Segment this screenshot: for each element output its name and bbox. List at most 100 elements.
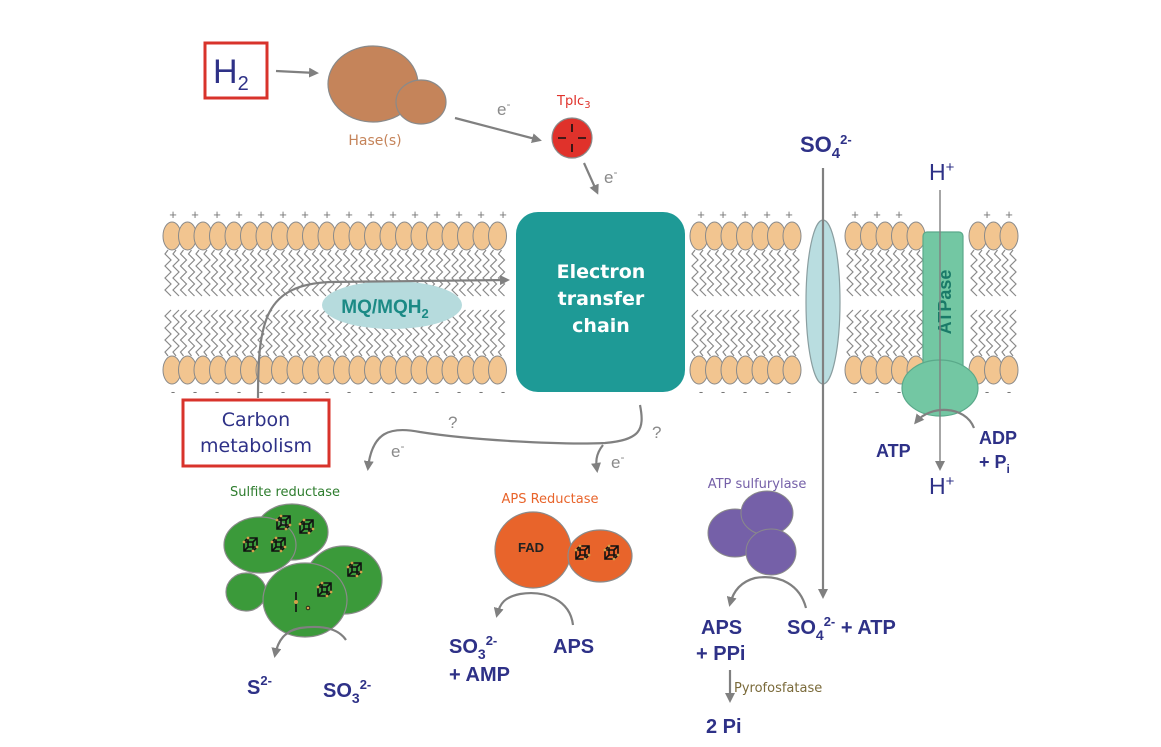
negative-charge: - xyxy=(391,384,395,399)
negative-charge: - xyxy=(743,384,747,399)
carbon-label-line2: metabolism xyxy=(200,435,312,457)
lipid-tail xyxy=(195,309,203,357)
aps-product-label: APS xyxy=(701,617,742,639)
unknown-label-right: ? xyxy=(652,423,661,442)
lipid-tail xyxy=(854,309,862,357)
negative-charge: - xyxy=(259,384,263,399)
negative-charge: - xyxy=(765,384,769,399)
positive-charge: + xyxy=(455,207,463,222)
lipid-head xyxy=(999,355,1019,385)
ppi-label: + PPi xyxy=(696,643,745,665)
lipid-tail xyxy=(443,249,451,297)
lipid-tail xyxy=(722,249,730,297)
lipid-tail xyxy=(311,309,320,357)
lipid-tail xyxy=(234,249,242,297)
atp-synthesis-arrow xyxy=(914,408,976,429)
lipid-tail xyxy=(334,249,343,297)
positive-charge: + xyxy=(851,207,859,222)
pi-label: + Pi xyxy=(979,452,1010,476)
lipid-tail xyxy=(722,309,730,357)
lipid-tail xyxy=(451,249,459,297)
positive-charge: + xyxy=(301,207,309,222)
quinone-label: MQ/MQH2 xyxy=(341,297,428,321)
lipid-tail xyxy=(249,309,258,357)
lipid-tail xyxy=(885,249,893,297)
negative-charge: - xyxy=(347,384,351,399)
lipid-tail xyxy=(1009,249,1017,297)
lipid-tail xyxy=(482,249,490,297)
lipid-tail xyxy=(226,309,234,357)
lipid-tail xyxy=(241,249,250,297)
lipid-tail xyxy=(226,249,234,297)
lipid-tail xyxy=(497,309,506,357)
positive-charge: + xyxy=(169,207,177,222)
lipid-tail xyxy=(280,309,289,357)
negative-charge: - xyxy=(237,384,241,399)
e-label-cyt: e- xyxy=(604,165,617,187)
positive-charge: + xyxy=(983,207,991,222)
lipid-tail xyxy=(210,249,219,297)
lipid-tail xyxy=(195,249,203,297)
carbon-label-line1: Carbon xyxy=(222,409,290,431)
lipid-tail xyxy=(861,249,870,297)
lipid-tail xyxy=(164,249,172,297)
lipid-tail xyxy=(861,309,870,357)
lipid-tail xyxy=(265,249,273,297)
lipid-tail xyxy=(296,309,304,357)
sulfite-reductase-label: Sulfite reductase xyxy=(230,485,340,500)
positive-charge: + xyxy=(433,207,441,222)
negative-charge: - xyxy=(875,384,879,399)
lipid-tail xyxy=(745,249,754,297)
lipid-tail xyxy=(458,309,467,357)
lipid-tail xyxy=(970,309,978,357)
sulfite-reduction-arrow xyxy=(271,625,347,658)
quinone-ellipse xyxy=(322,281,462,329)
lipid-tail xyxy=(327,249,335,297)
lipid-tail xyxy=(319,249,327,297)
amp-label: + AMP xyxy=(449,664,510,686)
negative-charge: - xyxy=(479,384,483,399)
lipid-tail xyxy=(737,249,746,297)
lipid-tail xyxy=(730,249,738,297)
positive-charge: + xyxy=(389,207,397,222)
lipid-head xyxy=(999,221,1019,251)
etc-to-aps-reductase-arrow xyxy=(591,444,604,473)
cytochrome-circle xyxy=(551,117,593,159)
etc-label-line2: transfer xyxy=(558,288,645,310)
cyt-to-etc-arrow xyxy=(582,162,599,195)
aps-reduction-arrow xyxy=(493,592,575,626)
lipid-tail xyxy=(737,309,746,357)
hase-to-cyt-arrow xyxy=(454,116,542,144)
lipid-tail xyxy=(985,249,994,297)
negative-charge: - xyxy=(215,384,219,399)
negative-charge: - xyxy=(435,384,439,399)
cell-membrane: ++++++++++++++++++++++++++ -------------… xyxy=(162,207,1019,399)
lipid-tail xyxy=(768,249,777,297)
sulfite-aps-label: SO32- xyxy=(449,633,497,662)
carbon-box-border xyxy=(181,398,331,468)
positive-charge: + xyxy=(741,207,749,222)
carbon-to-etc-arrow xyxy=(256,275,510,399)
lipid-tail xyxy=(745,309,754,357)
atpase-label: ATPase xyxy=(935,270,955,335)
atp-sulfurylase: ATP sulfurylase xyxy=(707,477,806,576)
positive-charge: + xyxy=(235,207,243,222)
lipid-tail xyxy=(257,249,265,297)
negative-charge: - xyxy=(171,384,175,399)
lipid-tail xyxy=(458,249,467,297)
positive-charge: + xyxy=(279,207,287,222)
etc-box xyxy=(516,212,685,392)
lipid-tail xyxy=(288,309,296,357)
positive-charge: + xyxy=(1005,207,1013,222)
lipid-tail xyxy=(179,309,188,357)
lipid-tail xyxy=(1009,309,1017,357)
negative-charge: - xyxy=(369,384,373,399)
lipid-tail xyxy=(877,309,885,357)
lipid-tail xyxy=(900,249,909,297)
sulfurylase-reaction-arrow xyxy=(726,576,808,609)
carbon-metabolism-box: Carbon metabolism xyxy=(181,398,331,468)
etc-to-sulfite-reductase-arrow xyxy=(363,404,643,471)
lipid-tail xyxy=(489,309,498,357)
lipid-tail xyxy=(474,309,482,357)
